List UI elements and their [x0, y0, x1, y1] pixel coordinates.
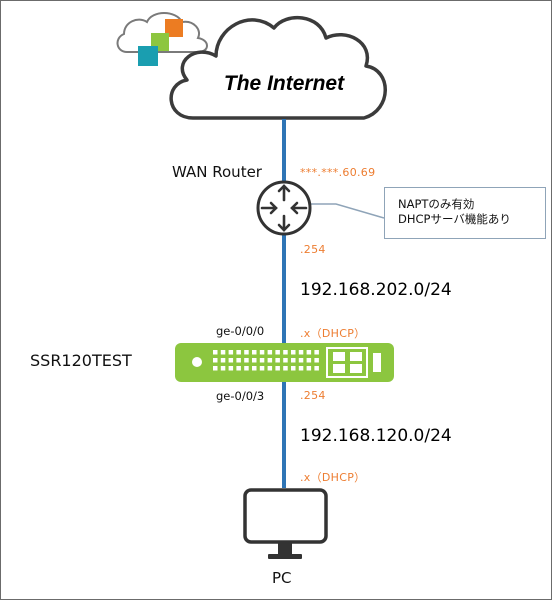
ssr-port-dot	[275, 350, 280, 355]
ssr-port-dot	[228, 366, 234, 371]
ssr-port-dot	[283, 358, 288, 363]
network-upper-cidr: 192.168.202.0/24	[300, 280, 452, 300]
ssr-port-dot	[213, 350, 218, 355]
router-icon	[256, 180, 312, 236]
ssr-port-dot	[267, 366, 273, 371]
ssr-port-dot	[252, 366, 257, 371]
wan-router-wan-ip: ***.***.60.69	[300, 166, 376, 179]
wan-router-label: WAN Router	[172, 163, 262, 181]
ssr-port-dot	[236, 358, 241, 363]
ssr-port-dot	[283, 366, 288, 371]
ssr-port-dot	[220, 366, 226, 371]
ssr-port-dot	[252, 350, 257, 355]
ssr-port-dot	[298, 366, 304, 371]
ssr-port-dot	[298, 350, 304, 355]
pc-ip: .x（DHCP）	[300, 471, 366, 484]
ssr-port-lower: ge-0/0/3	[216, 389, 265, 403]
ssr-port-dot	[314, 350, 319, 355]
internet-cloud-icon	[169, 15, 387, 120]
ssr-port-dot	[244, 350, 249, 355]
ssr-port-dot	[314, 366, 319, 371]
ssr-port-dot	[306, 350, 312, 355]
router-note-line1: NAPTのみ有効	[398, 197, 475, 211]
ssr-port-dot	[259, 366, 265, 371]
router-note-line2: DHCPサーバ機能あり	[398, 212, 511, 226]
internet-label: The Internet	[223, 72, 345, 95]
ssr-port-dot	[244, 358, 249, 363]
ssr-port-dot	[220, 350, 226, 355]
ssr-port-dot	[267, 358, 273, 363]
pc-monitor-icon	[243, 488, 328, 559]
ssr-port-dot	[213, 366, 218, 371]
ssr-port-dot	[306, 366, 312, 371]
router-note-callout: NAPTのみ有効 DHCPサーバ機能あり	[384, 187, 546, 239]
ssr-port-dot	[259, 350, 265, 355]
ssr-port-dot	[298, 358, 304, 363]
ssr-port-dot	[213, 358, 218, 363]
ssr-port-dot	[259, 358, 265, 363]
ssr-port-dot	[228, 350, 234, 355]
ssr-port-upper-ip: .x（DHCP）	[300, 327, 366, 340]
ssr-port-dot	[236, 350, 241, 355]
ssr-port-dot	[291, 358, 296, 363]
callout-connector	[306, 203, 385, 219]
ssr-port-dot	[244, 366, 249, 371]
pc-label: PC	[272, 569, 292, 587]
ssr-port-dot	[228, 358, 234, 363]
ssr-port-dot	[275, 366, 280, 371]
ssr-port-dot	[275, 358, 280, 363]
ssr-port-dot	[236, 366, 241, 371]
wan-router-lan-ip: .254	[300, 243, 326, 256]
ssr-device-icon	[175, 343, 394, 382]
ssr-port-dot	[252, 358, 257, 363]
ssr-port-dot	[220, 358, 226, 363]
network-lower-cidr: 192.168.120.0/24	[300, 426, 452, 446]
ssr-port-dot	[283, 350, 288, 355]
ssr-port-dot	[291, 366, 296, 371]
ssr-port-dot	[306, 358, 312, 363]
ssr-port-dot	[291, 350, 296, 355]
ssr-port-dot	[267, 350, 273, 355]
cloud-logo-icon	[116, 12, 208, 66]
ssr-device-label: SSR120TEST	[30, 351, 132, 370]
ssr-port-lower-ip: .254	[300, 389, 326, 402]
ssr-port-upper: ge-0/0/0	[216, 324, 265, 338]
ssr-port-dot	[314, 358, 319, 363]
